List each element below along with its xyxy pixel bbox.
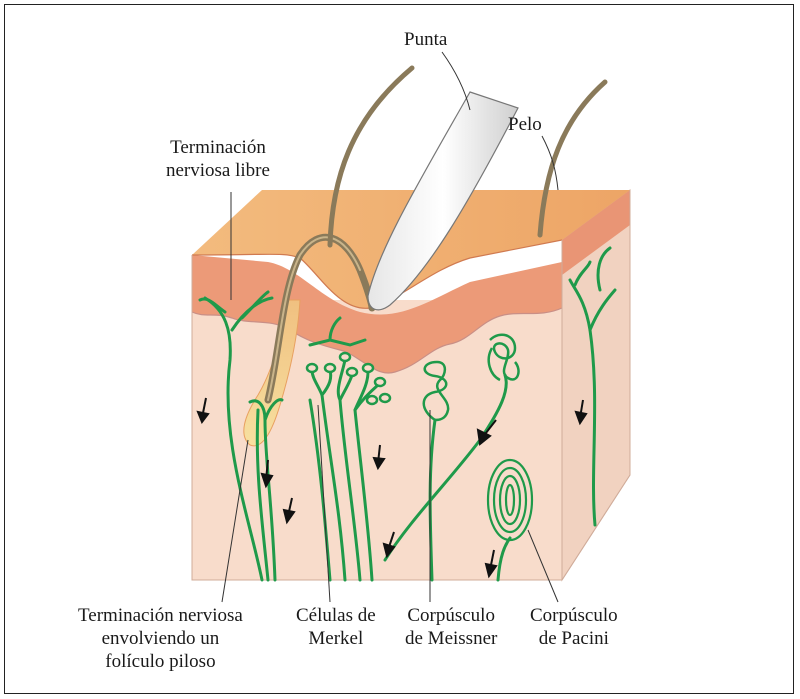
label-free-nerve-ending: Terminación nerviosa libre <box>166 136 270 182</box>
label-punta: Punta <box>404 28 447 51</box>
label-merkel-cells: Células de Merkel <box>296 604 376 650</box>
label-pacinian-corpuscle: Corpúsculo de Pacini <box>530 604 618 650</box>
label-pelo: Pelo <box>508 113 542 136</box>
label-follicle-nerve-ending: Terminación nerviosa envolviendo un folí… <box>78 604 243 673</box>
label-meissner-corpuscle: Corpúsculo de Meissner <box>405 604 497 650</box>
